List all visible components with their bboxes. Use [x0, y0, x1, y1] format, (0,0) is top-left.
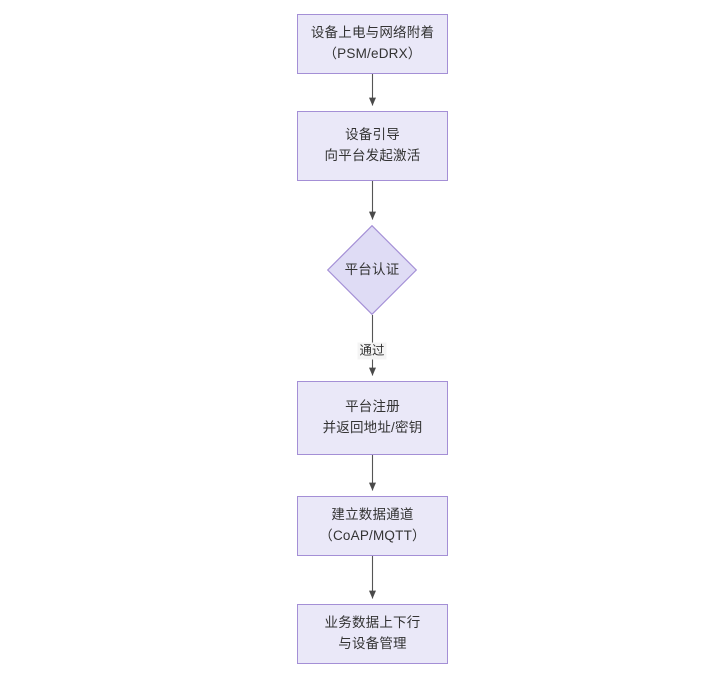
- node-text-line: 与设备管理: [338, 636, 407, 651]
- node-establish-data-channel[interactable]: 建立数据通道 （CoAP/MQTT）: [297, 496, 448, 556]
- node-text-line: 建立数据通道: [331, 507, 414, 523]
- node-platform-authentication-decision[interactable]: 平台认证: [327, 225, 417, 315]
- diamond-shape-icon: [327, 225, 417, 315]
- node-business-data-uplink-downlink-device-management[interactable]: 业务数据上下行 与设备管理: [297, 604, 448, 664]
- node-device-bootstrap-activation[interactable]: 设备引导 向平台发起激活: [297, 111, 448, 181]
- node-text-line: 设备上电与网络附着: [310, 25, 435, 41]
- node-text-line: （CoAP/MQTT）: [319, 528, 426, 543]
- node-text-line: 向平台发起激活: [324, 148, 421, 163]
- node-text-line: 平台认证: [344, 261, 400, 277]
- node-text-line: 业务数据上下行: [324, 615, 421, 631]
- node-text-line: 平台注册: [345, 399, 400, 415]
- node-device-power-on-network-attach[interactable]: 设备上电与网络附着 （PSM/eDRX）: [297, 14, 448, 74]
- node-platform-registration-return-address-key[interactable]: 平台注册 并返回地址/密钥: [297, 381, 448, 455]
- edge-label-pass: 通过: [357, 342, 387, 360]
- node-text-line: 设备引导: [345, 127, 400, 143]
- node-text-line: （PSM/eDRX）: [323, 46, 422, 61]
- node-text-line: 并返回地址/密钥: [322, 420, 423, 435]
